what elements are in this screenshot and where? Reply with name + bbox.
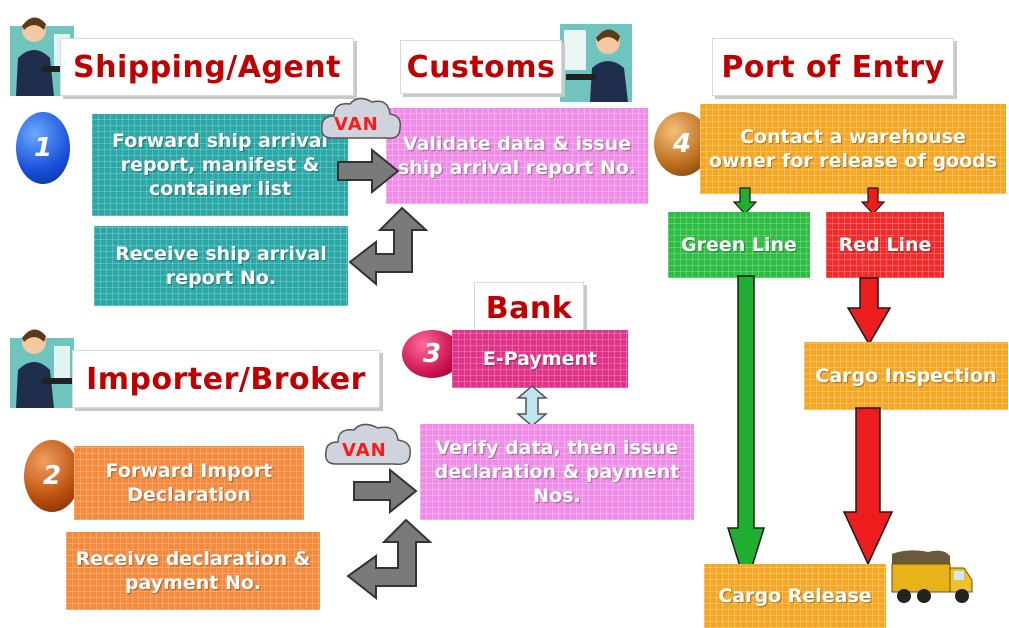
person-at-computer-icon [560, 24, 632, 102]
verify-data-box: Verify data, then issue declaration & pa… [420, 424, 694, 520]
person-at-computer-icon [10, 329, 74, 408]
cloud-icon [320, 97, 402, 140]
return-arrow-icon [346, 518, 433, 601]
return-arrow-icon [348, 206, 429, 287]
cloud-icon [324, 423, 411, 466]
right-arrow-icon [353, 468, 418, 514]
port-of-entry-title: Port of Entry [712, 38, 954, 96]
right-arrow-icon [337, 148, 400, 194]
e-payment-box: E-Payment [452, 330, 628, 388]
down-arrow-icon [846, 277, 892, 346]
truck-icon [891, 550, 973, 603]
receive-declaration-box: Receive declaration & payment No. [66, 532, 320, 610]
step-3-badge: 3 [402, 330, 462, 378]
step-1-badge: 1 [16, 112, 70, 184]
down-arrow-icon [842, 407, 894, 566]
van-label: VAN [334, 114, 379, 135]
importer-broker-title: Importer/Broker [72, 350, 380, 408]
step-2-badge: 2 [24, 440, 80, 512]
cargo-inspection-box: Cargo Inspection [804, 342, 1008, 410]
down-arrow-icon [726, 275, 766, 589]
double-arrow-icon [515, 385, 549, 427]
forward-ship-arrival-box: Forward ship arrival report, manifest & … [92, 114, 348, 216]
down-arrow-icon [860, 187, 886, 215]
step-4-badge: 4 [654, 112, 710, 176]
down-arrow-icon [732, 187, 758, 215]
van-label: VAN [342, 440, 387, 461]
cargo-release-box: Cargo Release [704, 564, 886, 628]
forward-import-declaration-box: Forward Import Declaration [74, 446, 304, 520]
customs-title: Customs [400, 40, 562, 94]
receive-ship-arrival-box: Receive ship arrival report No. [94, 226, 348, 306]
green-line-box: Green Line [668, 212, 810, 278]
bank-title: Bank [474, 282, 584, 334]
red-line-box: Red Line [826, 212, 944, 278]
contact-warehouse-box: Contact a warehouse owner for release of… [700, 104, 1006, 194]
shipping-agent-title: Shipping/Agent [60, 38, 354, 96]
validate-data-box: Validate data & issue ship arrival repor… [386, 108, 648, 204]
